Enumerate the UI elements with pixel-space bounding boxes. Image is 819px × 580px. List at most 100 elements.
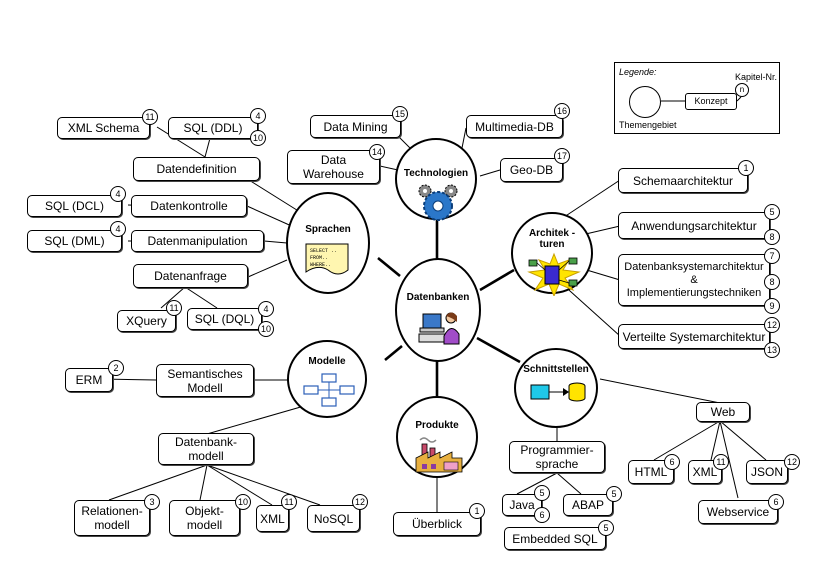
chapter-badge: 11 xyxy=(142,109,158,125)
topic-architekturen[interactable]: Architek - turen xyxy=(511,212,593,296)
spoke-sprachen xyxy=(377,256,401,278)
concept-label: Überblick xyxy=(411,517,462,531)
concept-schemaarchitektur[interactable]: Schemaarchitektur xyxy=(618,168,748,193)
concept-sql-dcl[interactable]: SQL (DCL) xyxy=(27,195,122,217)
chapter-badge: 6 xyxy=(534,507,550,523)
concept-dbs-architektur[interactable]: Datenbanksystemarchitektur & Implementie… xyxy=(618,254,770,306)
concept-xml-modell[interactable]: XML xyxy=(256,505,289,532)
concept-ueberblick[interactable]: Überblick xyxy=(393,512,481,536)
topic-schnittstellen[interactable]: Schnittstellen xyxy=(514,348,598,428)
concept-xquery[interactable]: XQuery xyxy=(117,310,176,332)
interface-icon xyxy=(530,382,586,402)
network-architecture-icon xyxy=(527,252,581,296)
concept-label: Programmier- sprache xyxy=(520,443,594,471)
chapter-badge: 2 xyxy=(108,360,124,376)
concept-nosql[interactable]: NoSQL xyxy=(307,505,360,532)
chapter-badge: 10 xyxy=(235,494,251,510)
chapter-badge: 5 xyxy=(598,520,614,536)
concept-label: Geo-DB xyxy=(509,163,554,177)
concept-relationenmodell[interactable]: Relationen- modell xyxy=(74,500,150,536)
concept-label: Datenbank- modell xyxy=(174,435,238,463)
concept-datenbankmodell[interactable]: Datenbank- modell xyxy=(158,433,254,465)
chapter-badge: 4 xyxy=(110,186,126,202)
concept-data-mining[interactable]: Data Mining xyxy=(310,115,401,138)
chapter-badge: 3 xyxy=(144,494,160,510)
concept-geo-db[interactable]: Geo-DB xyxy=(500,158,563,182)
chapter-badge: 12 xyxy=(764,317,780,333)
concept-label: Verteilte Systemarchitektur xyxy=(622,329,766,344)
spoke-schnittstellen xyxy=(476,336,521,364)
topic-technologien[interactable]: Technologien xyxy=(395,138,477,221)
model-diagram-icon xyxy=(303,373,355,407)
chapter-badge: 10 xyxy=(250,130,266,146)
topic-label: Produkte xyxy=(415,420,459,431)
concept-programmiersprache[interactable]: Programmier- sprache xyxy=(509,441,605,473)
chapter-badge: 10 xyxy=(258,321,274,337)
concept-abap[interactable]: ABAP xyxy=(563,494,613,516)
topic-label: Modelle xyxy=(308,356,346,367)
legend-topic-circle xyxy=(629,86,661,118)
concept-data-warehouse[interactable]: Data Warehouse xyxy=(287,150,380,184)
concept-label: NoSQL xyxy=(313,511,354,526)
concept-embedded-sql[interactable]: Embedded SQL xyxy=(504,527,606,550)
concept-json[interactable]: JSON xyxy=(746,460,788,484)
concept-datenkontrolle[interactable]: Datenkontrolle xyxy=(131,195,247,217)
concept-label: SQL (DQL) xyxy=(194,312,255,326)
legend-chapter-label: Kapitel-Nr. xyxy=(735,72,778,82)
chapter-badge: 4 xyxy=(110,221,126,237)
concept-datenmanipulation[interactable]: Datenmanipulation xyxy=(131,230,264,252)
concept-erm[interactable]: ERM xyxy=(65,368,113,392)
concept-label: Webservice xyxy=(706,505,770,519)
topic-sprachen[interactable]: Sprachen SELECT .. FROM.. WHERE.. xyxy=(286,192,370,294)
concept-label: Multimedia-DB xyxy=(475,119,554,134)
topic-label: Schnittstellen xyxy=(523,364,589,375)
chapter-badge: 14 xyxy=(369,144,385,160)
concept-web[interactable]: Web xyxy=(696,402,750,422)
concept-multimedia-db[interactable]: Multimedia-DB xyxy=(466,115,563,138)
chapter-badge: 6 xyxy=(664,454,680,470)
topic-produkte[interactable]: Produkte xyxy=(396,396,478,478)
chapter-badge: 16 xyxy=(554,103,570,119)
chapter-badge: 11 xyxy=(713,454,729,470)
sql-paper-icon: SELECT .. FROM.. WHERE.. xyxy=(305,243,349,275)
concept-label: XML Schema xyxy=(67,121,140,135)
chapter-badge: 5 xyxy=(534,485,550,501)
legend-title: Legende: xyxy=(619,67,657,77)
chapter-badge: 6 xyxy=(768,494,784,510)
concept-datendefinition[interactable]: Datendefinition xyxy=(133,157,260,181)
concept-label: SQL (DCL) xyxy=(45,199,104,213)
legend-connectors xyxy=(661,96,742,102)
concept-sql-dql[interactable]: SQL (DQL) xyxy=(187,308,262,330)
topic-modelle[interactable]: Modelle xyxy=(287,340,367,418)
concept-label: XQuery xyxy=(126,314,167,328)
concept-label: Schemaarchitektur xyxy=(632,173,734,188)
chapter-badge: 11 xyxy=(281,494,297,510)
concept-datenanfrage[interactable]: Datenanfrage xyxy=(133,264,248,288)
concept-sql-ddl[interactable]: SQL (DDL) xyxy=(168,117,258,139)
chapter-badge: 4 xyxy=(258,301,274,317)
topic-datenbanken[interactable]: Datenbanken xyxy=(395,258,481,362)
concept-xml-schema[interactable]: XML Schema xyxy=(57,117,150,139)
concept-sql-dml[interactable]: SQL (DML) xyxy=(27,230,122,252)
chapter-badge: 1 xyxy=(469,503,485,519)
chapter-badge: 8 xyxy=(764,274,780,290)
concept-label: ABAP xyxy=(571,498,604,512)
legend-chapter-badge: n xyxy=(735,83,749,97)
concept-objektmodell[interactable]: Objekt- modell xyxy=(169,500,240,536)
concept-verteilte-systemarchitektur[interactable]: Verteilte Systemarchitektur xyxy=(618,324,770,349)
concept-label: Semantisches Modell xyxy=(167,366,243,395)
gears-icon xyxy=(418,184,458,221)
sql-select-text: SELECT .. xyxy=(310,248,337,254)
topic-label-2: turen xyxy=(539,239,565,250)
concept-label: HTML xyxy=(634,465,668,479)
factory-icon xyxy=(415,437,463,473)
concept-anwendungsarchitektur[interactable]: Anwendungsarchitektur xyxy=(618,212,770,239)
concept-label: XML xyxy=(260,511,285,526)
chapter-badge: 5 xyxy=(764,204,780,220)
concept-webservice[interactable]: Webservice xyxy=(698,500,778,524)
sql-from-text: FROM.. xyxy=(310,255,328,261)
concept-java[interactable]: Java xyxy=(502,494,542,516)
concept-label: JSON xyxy=(750,465,783,479)
concept-semantisches-modell[interactable]: Semantisches Modell xyxy=(156,364,254,397)
topic-label: Technologien xyxy=(403,168,469,179)
